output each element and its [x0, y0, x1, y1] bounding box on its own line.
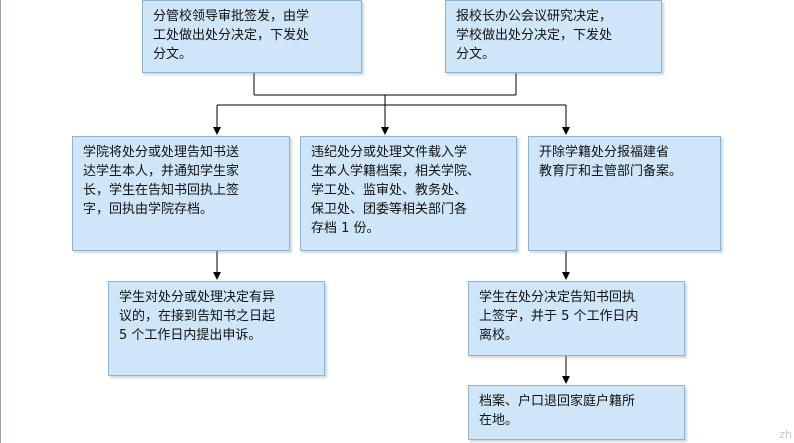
return-household-box: 档案、户口退回家庭户籍所 在地。: [468, 385, 685, 440]
watermark-text: zh: [779, 428, 792, 441]
expel-report-box: 开除学籍处分报福建省 教育厅和主管部门备案。: [528, 136, 721, 251]
left-border-rule: [0, 0, 1, 443]
approve-right-box: 报校长办公会议研究决定， 学校做出处分决定，下发处 分文。: [445, 0, 662, 73]
appeal-box: 学生对处分或处理决定有异 议的，在接到告知书之日起 5 个工作日内提出申诉。: [108, 281, 325, 376]
leave-school-box: 学生在处分决定告知书回执 上签字，并于 5 个工作日内 离校。: [468, 281, 685, 356]
approve-left-box: 分管校领导审批签发，由学 工处做出处分决定，下发处 分文。: [142, 0, 362, 73]
notify-student-box: 学院将处分或处理告知书送 达学生本人，并通知学生家 长，学生在告知书回执上签 字…: [72, 136, 290, 251]
file-record-box: 违纪处分或处理文件载入学 生本人学籍档案，相关学院、 学工处、监审处、教务处、 …: [300, 136, 517, 251]
